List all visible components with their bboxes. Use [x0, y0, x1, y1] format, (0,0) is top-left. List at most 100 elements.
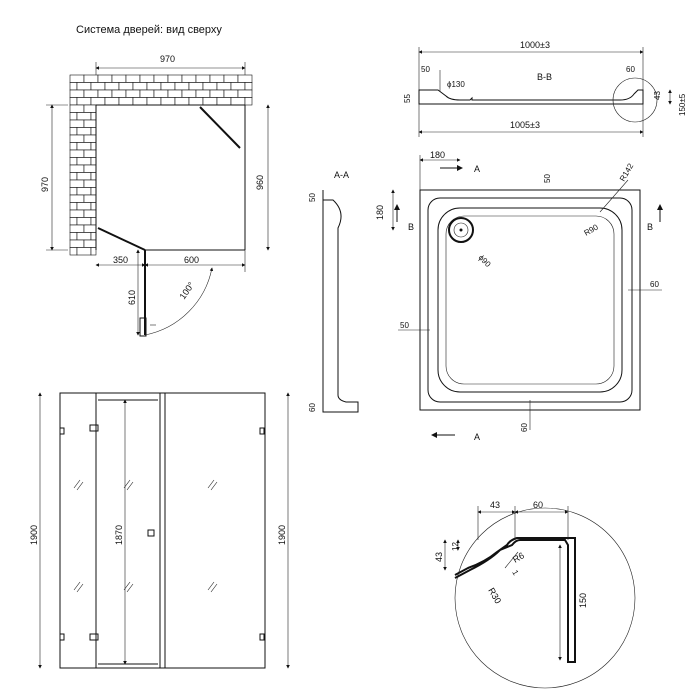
section-aa: A-A 50 60	[308, 170, 359, 413]
brick	[83, 224, 97, 233]
brick	[69, 97, 78, 106]
brick	[230, 82, 246, 91]
brick	[216, 82, 232, 91]
aa-label: A-A	[334, 170, 349, 180]
brick	[209, 74, 225, 83]
bb-label: B-B	[537, 72, 552, 82]
brick	[83, 209, 97, 218]
brick	[111, 89, 127, 98]
brick	[125, 89, 141, 98]
brick	[69, 157, 78, 166]
brick	[90, 187, 97, 196]
brick	[69, 142, 78, 151]
brick	[153, 74, 169, 83]
brick	[76, 142, 92, 151]
brick	[90, 247, 97, 256]
plan-depth-left-label: 970	[40, 177, 50, 192]
tray-offset-top: 180	[430, 150, 445, 160]
tray-top-view: 180 A 180 B B 50 R142 R90 ϕ90 60 50 60 A	[375, 150, 663, 442]
brick	[69, 149, 85, 158]
plan-seg-left-label: 350	[113, 255, 128, 265]
brick	[139, 89, 155, 98]
brick	[90, 172, 97, 181]
tray-outline	[419, 189, 641, 411]
brick	[90, 202, 97, 211]
tray-b-left: B	[408, 222, 414, 232]
brick	[83, 179, 97, 188]
brick	[230, 97, 246, 106]
brick	[244, 97, 253, 106]
brick	[181, 74, 197, 83]
aa-profile	[322, 190, 359, 413]
front-elevation: 1900 1900 1870	[29, 392, 290, 669]
elev-height-left: 1900	[29, 525, 39, 545]
brick	[202, 97, 218, 106]
brick	[118, 82, 134, 91]
brick	[69, 172, 78, 181]
tray-a-top: A	[474, 164, 480, 174]
brick	[97, 89, 113, 98]
brick	[90, 112, 97, 121]
brick	[237, 74, 253, 83]
brick	[69, 112, 78, 121]
brick	[111, 74, 127, 83]
plan-view: 970 970 960 350 600 610 100°	[40, 54, 270, 337]
brick	[90, 157, 97, 166]
brick	[83, 119, 97, 128]
plan-depth-right-label: 960	[255, 175, 265, 190]
brick	[160, 82, 176, 91]
detail-r-small: R6	[511, 550, 526, 564]
brick	[69, 202, 78, 211]
brick	[97, 74, 113, 83]
bb-right-h: 43	[653, 91, 662, 100]
brick	[69, 247, 78, 256]
tray-basin	[437, 207, 623, 393]
brick	[83, 164, 97, 173]
brick	[90, 127, 97, 136]
detail-w1: 43	[490, 500, 500, 510]
tray-rim-right: 60	[650, 280, 659, 289]
brick	[132, 97, 148, 106]
detail-h1: 43	[434, 552, 444, 562]
brick	[76, 97, 92, 106]
brick	[132, 82, 148, 91]
plan-width-label: 970	[160, 54, 175, 64]
brick	[181, 89, 197, 98]
brick	[146, 97, 162, 106]
brick	[76, 232, 92, 241]
door-leaf	[97, 227, 146, 251]
bb-top-dim: 1000±3	[520, 40, 550, 50]
brick	[69, 74, 85, 83]
brick-wall	[69, 74, 253, 256]
brick	[202, 82, 218, 91]
detail-profile	[454, 537, 576, 663]
brick	[76, 247, 92, 256]
brick	[83, 239, 97, 248]
detail-h2: 12	[451, 542, 460, 551]
tray-offset-left: 180	[375, 205, 385, 220]
brick	[69, 164, 85, 173]
brick	[188, 97, 204, 106]
tray-rim	[427, 197, 633, 403]
brick	[90, 82, 106, 91]
bb-left-w: 50	[421, 65, 430, 74]
brick	[118, 97, 134, 106]
brick	[146, 82, 162, 91]
detail-height: 150	[578, 593, 588, 608]
section-bb: 1000±3 B-B 50 60 55 43 150±5 ϕ130 1005±3	[403, 40, 687, 137]
elevation-frame	[59, 392, 266, 669]
elev-door-height: 1870	[114, 525, 124, 545]
brick	[83, 194, 97, 203]
brick	[125, 74, 141, 83]
plan-seg-right-label: 600	[184, 255, 199, 265]
brick	[83, 134, 97, 143]
tray-rim-bottom: 60	[520, 423, 529, 432]
brick	[69, 82, 78, 91]
tray-rim-top: 50	[543, 174, 552, 183]
brick	[76, 187, 92, 196]
brick	[153, 89, 169, 98]
brick	[83, 74, 99, 83]
brick	[69, 127, 78, 136]
plan-swing-label: 610	[127, 290, 137, 305]
